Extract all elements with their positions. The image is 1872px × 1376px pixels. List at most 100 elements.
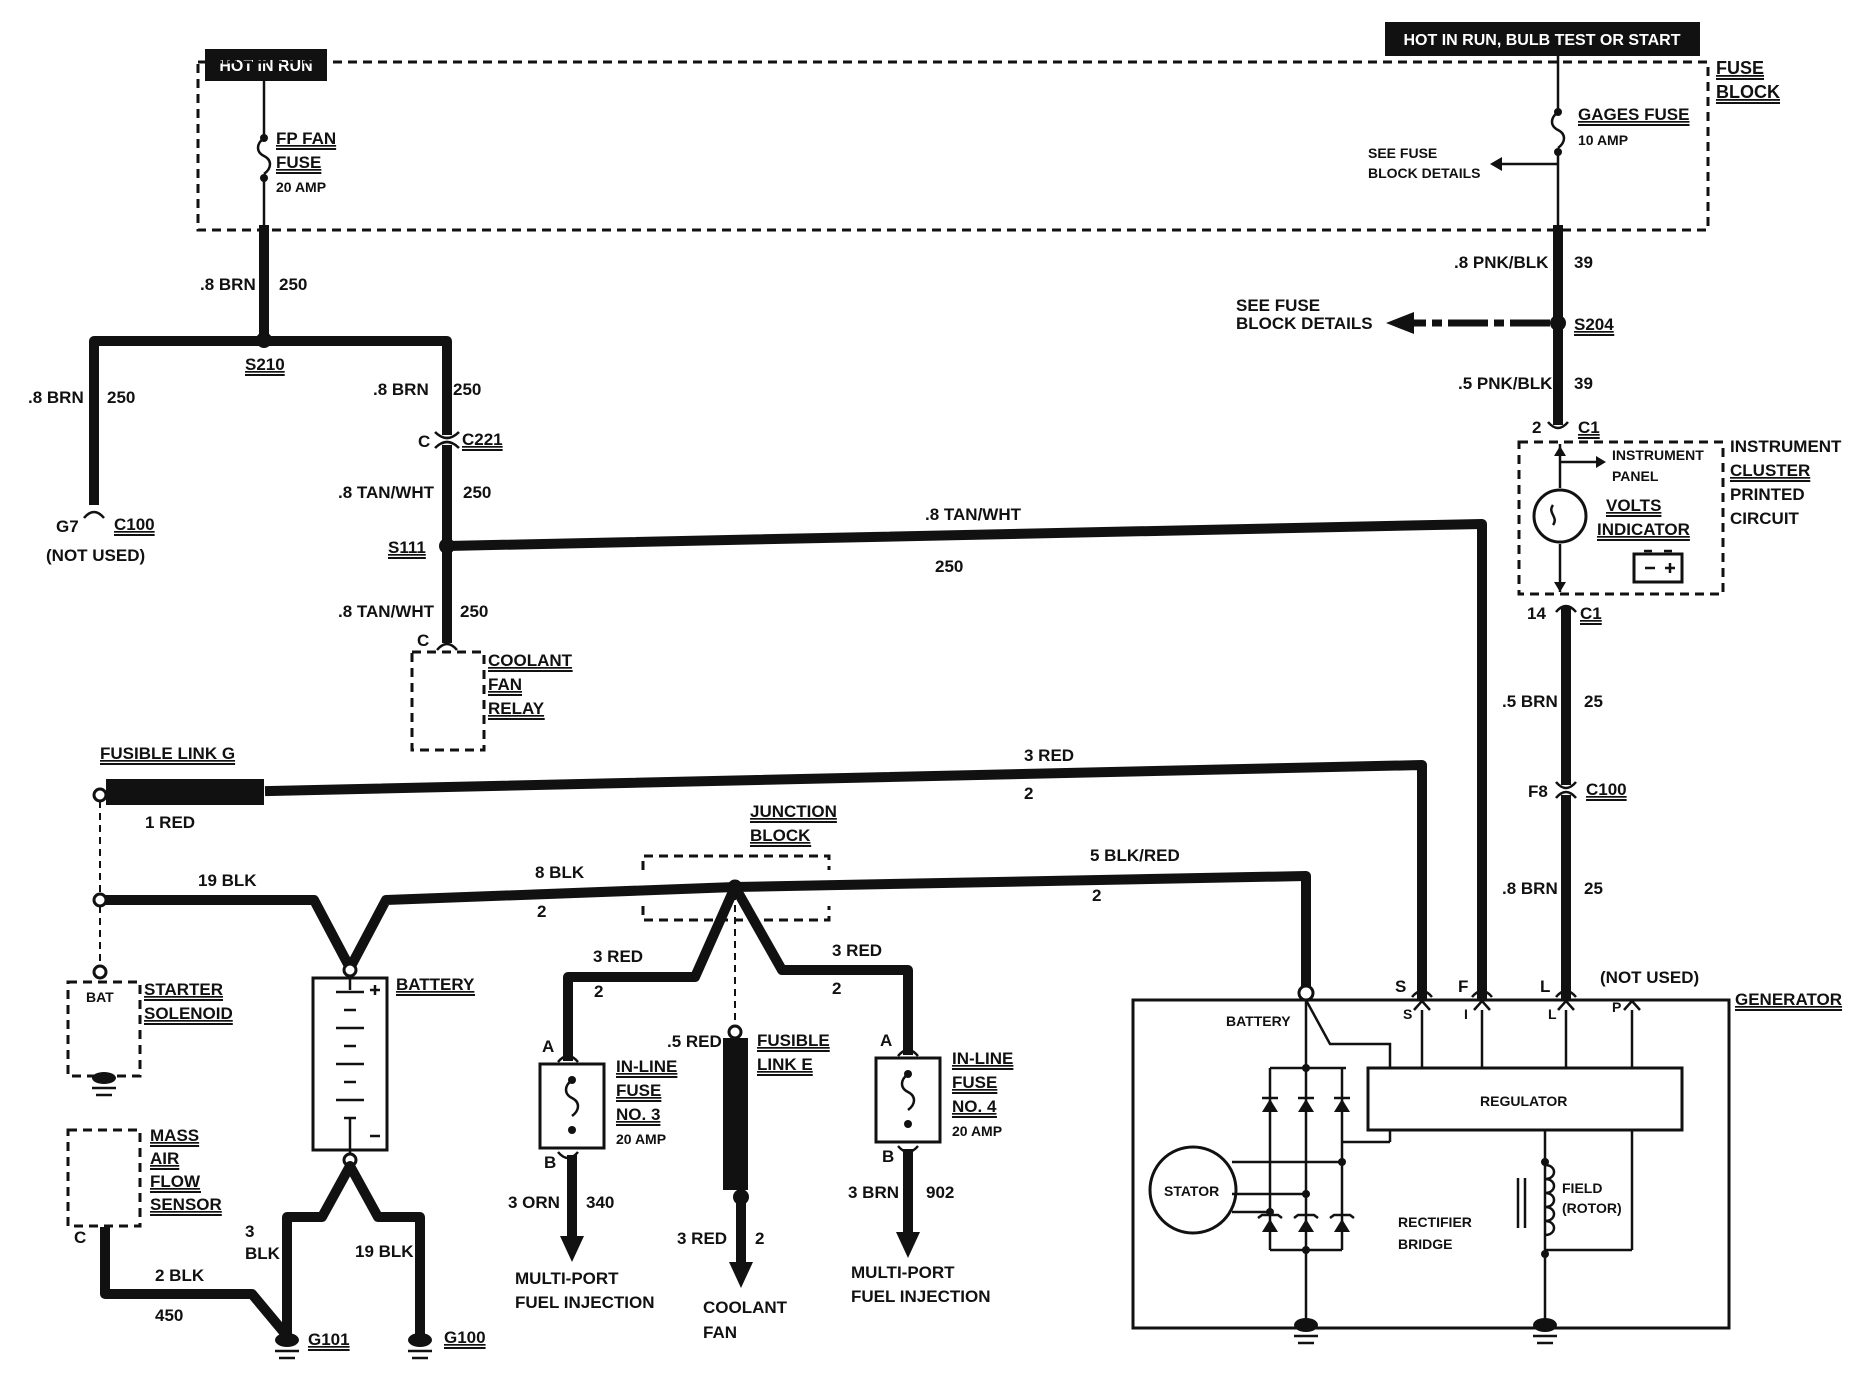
coolant-fan-relay-box: [410, 650, 486, 752]
battery-label: BATTERY: [396, 975, 475, 994]
wire-250-tanwht-a-gauge: .8 TAN/WHT: [338, 483, 435, 502]
wire-3orn-gauge: 3 ORN: [508, 1193, 560, 1212]
coolant-fan-label-1: COOLANT: [703, 1298, 788, 1317]
see-fuse-block-details-1a: SEE FUSE: [1368, 145, 1437, 161]
rectifier-label-1: RECTIFIER: [1398, 1214, 1472, 1230]
c1-bot-pin: 14: [1527, 604, 1546, 623]
wire-ground-bus: [282, 1161, 425, 1341]
starter-solenoid-label-2: SOLENOID: [144, 1004, 233, 1023]
bus-left-terminal: [92, 892, 108, 908]
fuse4-connector-a: [897, 1048, 919, 1057]
generator-ground-left-icon: [1294, 1318, 1318, 1345]
wire-250-tanwht-b-circuit: 250: [460, 602, 488, 621]
generator-not-used: (NOT USED): [1600, 968, 1699, 987]
see-fuse-block-details-1b: BLOCK DETAILS: [1368, 165, 1481, 181]
instrument-cluster-label-4: CIRCUIT: [1730, 509, 1800, 528]
c1-top-name: C1: [1578, 418, 1600, 437]
gen-term-p: P: [1612, 999, 1621, 1015]
fuse3-connector-a: [557, 1054, 579, 1063]
wire-3red-right: [728, 880, 913, 1055]
wire-3red-fan-arrow: [729, 1262, 753, 1288]
ground-g101-icon: [275, 1333, 299, 1360]
mpfi-right-label-2: FUEL INJECTION: [851, 1287, 990, 1306]
fuse4-pin-b: B: [882, 1147, 894, 1166]
wire-39-bot-circuit: 39: [1574, 374, 1593, 393]
instrument-cluster-label-2: CLUSTER: [1730, 461, 1810, 480]
wire-25-b-gauge: .8 BRN: [1502, 879, 1558, 898]
maf-label-1: MASS: [150, 1126, 199, 1145]
regulator-box: [1366, 1066, 1684, 1132]
wire-3red-top-circuit: 2: [1024, 784, 1033, 803]
ground-g100-icon: [408, 1333, 432, 1360]
generator-ground-right-icon: [1533, 1318, 1557, 1345]
gages-fuse: [1490, 56, 1566, 230]
c221-connector: [434, 431, 460, 449]
fusible-link-e-terminal: [727, 1024, 743, 1040]
maf-sensor-box: [66, 1128, 142, 1228]
wire-39-top-circuit: 39: [1574, 253, 1593, 272]
coolant-relay-pin: C: [417, 631, 429, 650]
fp-fan-fuse-label-1: FP FAN: [276, 129, 336, 148]
inline-fuse-4-rating: 20 AMP: [952, 1123, 1002, 1139]
coolant-fan-label-2: FAN: [703, 1323, 737, 1342]
wire-8blk-gauge: 8 BLK: [535, 863, 585, 882]
wire-5blkred-circuit: 2: [1092, 886, 1101, 905]
fusible-link-e-label-2: LINK E: [757, 1055, 813, 1074]
header-hot-in-run: HOT IN RUN: [205, 49, 327, 81]
gen-term-f: F: [1458, 977, 1468, 996]
inline-fuse-4-label-2: FUSE: [952, 1073, 997, 1092]
field-rotor-coil: [1516, 1158, 1556, 1258]
generator-internal-wiring: [1232, 999, 1634, 1320]
inline-fuse-3-label-3: NO. 3: [616, 1105, 660, 1124]
fusible-link-g: [106, 779, 264, 805]
instrument-panel-label-1: INSTRUMENT: [1612, 447, 1704, 463]
volts-indicator-label-1: VOLTS: [1606, 496, 1661, 515]
maf-pin: C: [74, 1228, 86, 1247]
wire-3red-left-gauge: 3 RED: [593, 947, 643, 966]
instrument-panel-label-2: PANEL: [1612, 468, 1659, 484]
instrument-cluster-box: [1517, 440, 1725, 596]
gen-term-s2: S: [1403, 1006, 1412, 1022]
splice-s111: S111: [388, 538, 426, 557]
maf-label-4: SENSOR: [150, 1195, 222, 1214]
coolant-fan-relay-label-1: COOLANT: [488, 651, 573, 670]
gen-term-s: S: [1395, 977, 1406, 996]
field-label-1: FIELD: [1562, 1180, 1602, 1196]
splice-s210: S210: [245, 355, 285, 374]
wire-3red-top: [264, 760, 1427, 1000]
f8-pin: F8: [1528, 782, 1548, 801]
wire-250-tanwht-a-circuit: 250: [463, 483, 491, 502]
c100-name-right: C100: [1586, 780, 1627, 799]
wire-250-mid-gauge: .8 BRN: [373, 380, 429, 399]
see-fuse-block-arrow: [1386, 312, 1550, 334]
starter-bat-terminal: [92, 964, 108, 980]
stator-label: STATOR: [1164, 1183, 1219, 1199]
ground-g100: G100: [444, 1328, 486, 1347]
generator-label: GENERATOR: [1735, 990, 1842, 1009]
wire-250-left-circuit: 250: [107, 388, 135, 407]
inline-fuse-4-label-1: IN-LINE: [952, 1049, 1013, 1068]
wire-2blk-circuit: 450: [155, 1306, 183, 1325]
fuse3-pin-b: B: [544, 1153, 556, 1172]
f8-c100-connector: [1555, 781, 1577, 799]
fuse-block-outline: [196, 60, 1710, 232]
volts-gauge: [1532, 444, 1606, 592]
inline-fuse-4-label-3: NO. 4: [952, 1097, 997, 1116]
starter-solenoid-label-1: STARTER: [144, 980, 223, 999]
splice-s111-dot: [439, 538, 455, 554]
mpfi-right-label-1: MULTI-PORT: [851, 1263, 955, 1282]
wire-3brn-arrow: [896, 1232, 920, 1258]
mpfi-left-label-2: FUEL INJECTION: [515, 1293, 654, 1312]
instrument-cluster-label-3: PRINTED: [1730, 485, 1805, 504]
fuse-block-label-1: FUSE: [1716, 58, 1764, 78]
wire-3red-top-gauge: 3 RED: [1024, 746, 1074, 765]
splice-s204: S204: [1574, 315, 1614, 334]
wire-25-a-gauge: .5 BRN: [1502, 692, 1558, 711]
wire-250-top-circuit: 250: [279, 275, 307, 294]
c221-pin: C: [418, 432, 430, 451]
inline-fuse-3-label-1: IN-LINE: [616, 1057, 677, 1076]
see-fuse-block-details-2a: SEE FUSE: [1236, 296, 1320, 315]
junction-block-label-1: JUNCTION: [750, 802, 837, 821]
fuse3-pin-a: A: [542, 1037, 554, 1056]
